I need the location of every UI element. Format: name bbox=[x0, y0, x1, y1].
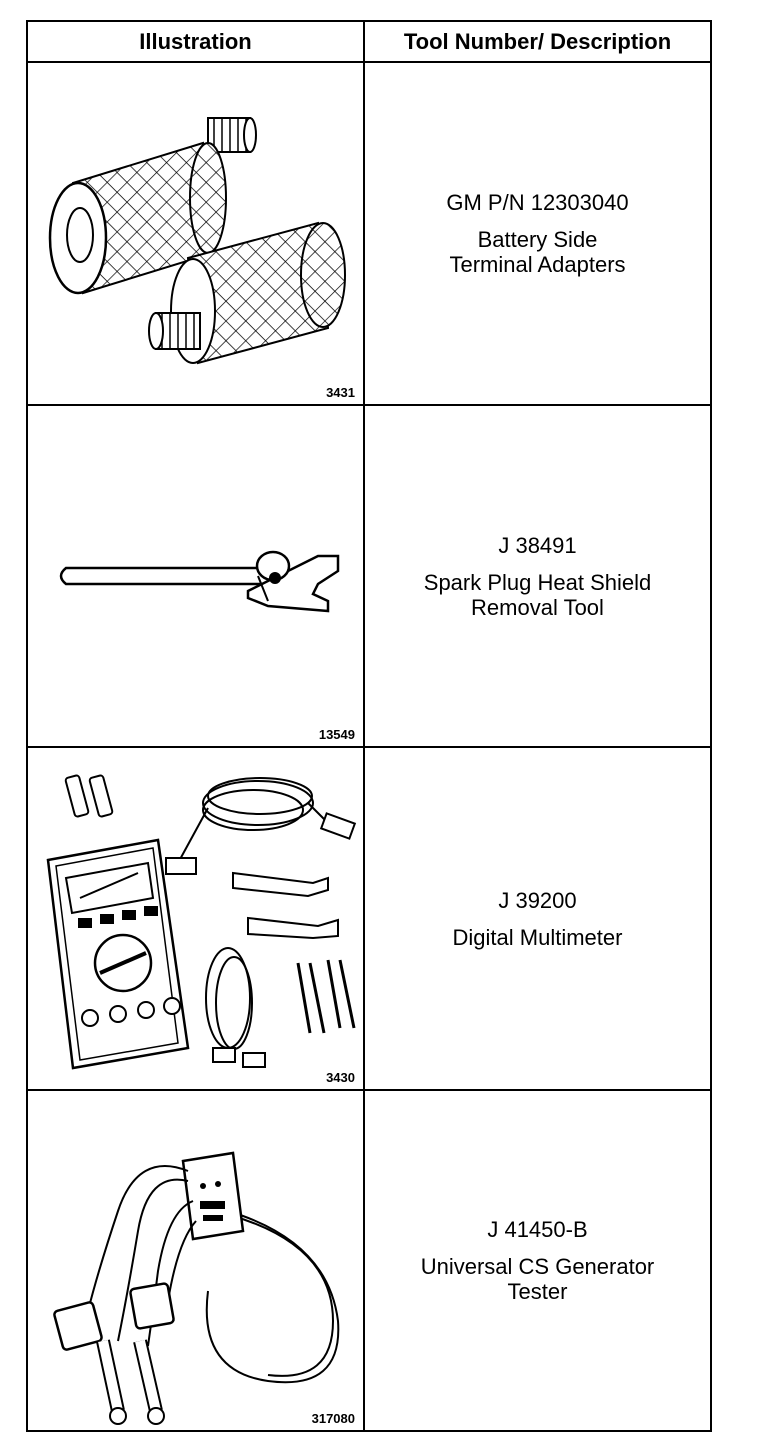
description-cell: J 41450-B Universal CS Generator Tester bbox=[365, 1091, 710, 1430]
description-cell: J 39200 Digital Multimeter bbox=[365, 748, 710, 1089]
illustration-cell: 317080 bbox=[28, 1091, 365, 1430]
table-row: 3431 GM P/N 12303040 Battery Side Termin… bbox=[28, 63, 710, 406]
tool-description-line1: Battery Side bbox=[477, 227, 598, 252]
table-row: 317080 J 41450-B Universal CS Generator … bbox=[28, 1091, 710, 1430]
tool-description-line1: Digital Multimeter bbox=[452, 924, 623, 950]
illustration-cell: 3431 bbox=[28, 63, 365, 404]
tool-description-line2: Removal Tool bbox=[471, 594, 604, 620]
spark-plug-shield-tool-icon bbox=[59, 550, 340, 613]
tool-number: J 41450-B bbox=[487, 1217, 588, 1242]
description-cell: J 38491 Spark Plug Heat Shield Removal T… bbox=[365, 406, 710, 746]
tool-description-line2: Terminal Adapters bbox=[449, 252, 626, 277]
generator-tester-icon bbox=[53, 1151, 340, 1425]
table-row: 13549 J 38491 Spark Plug Heat Shield Rem… bbox=[28, 406, 710, 748]
tool-number: J 38491 bbox=[498, 532, 577, 558]
figure-number: 3431 bbox=[326, 385, 355, 400]
figure-number: 3430 bbox=[326, 1070, 355, 1085]
tool-table: Illustration Tool Number/ Description bbox=[26, 20, 712, 1432]
header-illustration: Illustration bbox=[28, 22, 365, 61]
tool-description-line2: Tester bbox=[507, 1279, 568, 1304]
description-cell: GM P/N 12303040 Battery Side Terminal Ad… bbox=[365, 63, 710, 404]
tool-description-line1: Universal CS Generator bbox=[420, 1254, 655, 1279]
tool-number: J 39200 bbox=[498, 887, 577, 913]
digital-multimeter-icon bbox=[46, 774, 357, 1070]
tool-number: GM P/N 12303040 bbox=[446, 190, 629, 215]
illustration-cell: 3430 bbox=[28, 748, 365, 1089]
tool-description-line1: Spark Plug Heat Shield bbox=[423, 569, 652, 595]
table-header: Illustration Tool Number/ Description bbox=[28, 22, 710, 63]
figure-number: 317080 bbox=[311, 1411, 355, 1426]
table-row: 3430 J 39200 Digital Multimeter bbox=[28, 748, 710, 1091]
figure-number: 13549 bbox=[318, 727, 355, 742]
header-tool-description: Tool Number/ Description bbox=[403, 28, 672, 54]
illustration-cell: 13549 bbox=[28, 406, 365, 746]
battery-terminal-adapters-icon bbox=[48, 117, 346, 365]
